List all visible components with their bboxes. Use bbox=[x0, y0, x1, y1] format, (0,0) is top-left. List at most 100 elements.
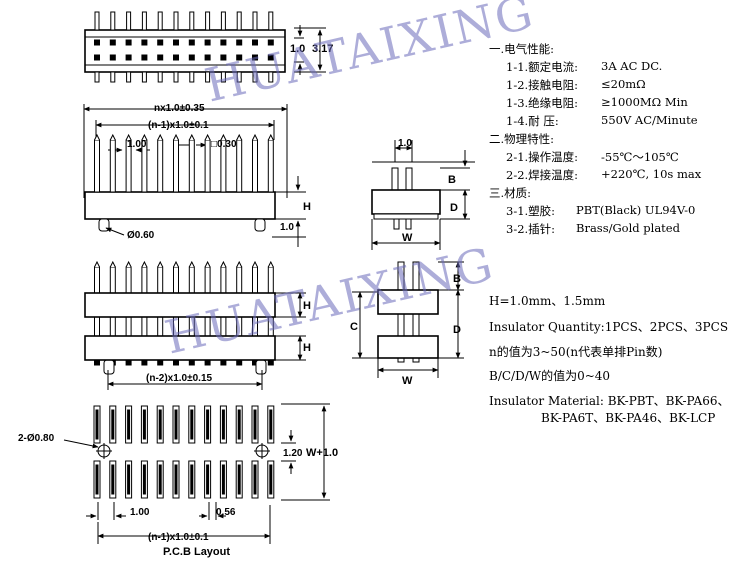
spec-e3-label: 1-3.绝缘电阻: bbox=[506, 96, 579, 110]
pcb-pad-center bbox=[142, 409, 146, 440]
dim-d-double: D bbox=[453, 324, 461, 336]
pin-square bbox=[173, 39, 179, 46]
spec-e2-value: ≤20mΩ bbox=[601, 77, 646, 91]
pcb-pad-center bbox=[237, 409, 241, 440]
pin-tip bbox=[188, 260, 195, 268]
pcb-pad-center bbox=[142, 464, 146, 495]
spec-m1-value: PBT(Black) UL94V-0 bbox=[576, 203, 696, 217]
pin-square bbox=[236, 54, 243, 61]
pin-tip bbox=[189, 11, 195, 31]
pin-tip bbox=[157, 133, 164, 141]
pin-tip bbox=[267, 133, 274, 141]
pin bbox=[157, 139, 164, 193]
pin-tip bbox=[157, 11, 163, 31]
pin-square bbox=[188, 54, 195, 61]
dim-top-pitch: 1.0 bbox=[290, 43, 305, 55]
spec-p2-value: +220℃, 10s max bbox=[601, 167, 702, 181]
dim-b-single: B bbox=[448, 174, 456, 186]
dim-pcb-span: (n-1)x1.0±0.1 bbox=[148, 532, 209, 543]
pcb-pad-center bbox=[253, 409, 257, 440]
pin-tail bbox=[252, 71, 258, 83]
pin-square bbox=[125, 39, 132, 46]
pin-square bbox=[267, 54, 274, 61]
pin bbox=[236, 139, 243, 193]
pin-tail bbox=[94, 71, 100, 83]
dim-d-single: D bbox=[450, 202, 458, 214]
spec-m2-value: Brass/Gold plated bbox=[576, 221, 680, 235]
pin bbox=[94, 139, 100, 193]
spec-e1-label: 1-1.额定电流: bbox=[506, 60, 579, 74]
pin-square bbox=[204, 54, 211, 61]
pin-tip bbox=[157, 260, 164, 268]
pin-tail bbox=[236, 71, 242, 83]
pin bbox=[204, 139, 211, 193]
pcb-pad-center bbox=[253, 464, 257, 495]
pin-tip bbox=[94, 11, 100, 31]
pin-square bbox=[125, 54, 132, 61]
pin-tail bbox=[173, 71, 179, 83]
dim-side-pitch: 1.0 bbox=[398, 138, 412, 149]
front-view-double bbox=[84, 260, 306, 390]
pcb-pad-center bbox=[95, 464, 99, 495]
pin-square bbox=[141, 54, 148, 61]
dim-pcb-row-gap: 1.20 bbox=[283, 448, 303, 459]
material-title: 三.材质: bbox=[489, 186, 532, 200]
pin-tip bbox=[173, 11, 179, 31]
electrical-title: 一.电气性能: bbox=[489, 42, 555, 56]
pcb-pad-center bbox=[111, 409, 115, 440]
pin-square bbox=[204, 39, 211, 46]
note-bcdw: B/C/D/W的值为0~40 bbox=[489, 369, 611, 383]
locating-post bbox=[103, 359, 115, 375]
pin-tip bbox=[110, 11, 116, 31]
pin-tip bbox=[173, 260, 179, 268]
spec-p1-label: 2-1.操作温度: bbox=[506, 150, 579, 164]
dim-pcb-holes: 2-Ø0.80 bbox=[18, 433, 55, 444]
dim-h-upper: H bbox=[303, 300, 311, 312]
pin-square bbox=[220, 54, 227, 61]
pcb-pad-center bbox=[269, 409, 273, 440]
pin-tail bbox=[268, 71, 274, 83]
pcb-pad-center bbox=[127, 464, 131, 495]
pin-square bbox=[220, 39, 227, 46]
pin-square bbox=[188, 39, 195, 46]
pin-tail bbox=[220, 71, 226, 83]
pcb-pad-center bbox=[269, 464, 273, 495]
pin-tip bbox=[173, 133, 179, 141]
pin-tail bbox=[189, 71, 195, 83]
pcb-pad-center bbox=[127, 409, 131, 440]
pin-tip bbox=[267, 260, 274, 268]
spec-m1-label: 3-1.塑胶: bbox=[506, 204, 556, 218]
spec-e3-value: ≥1000MΩ Min bbox=[601, 95, 688, 109]
dim-top-height: 3.17 bbox=[312, 43, 333, 55]
pcb-pad-center bbox=[158, 464, 162, 495]
spec-m2-label: 3-2.插针: bbox=[506, 222, 556, 236]
pin-square bbox=[252, 54, 258, 61]
dim-overall-length: nx1.0±0.35 bbox=[154, 103, 205, 114]
pcb-pad-center bbox=[111, 464, 115, 495]
pin-square bbox=[109, 54, 116, 61]
pin-square bbox=[94, 39, 100, 46]
pin-tip bbox=[268, 11, 274, 31]
pin-tip bbox=[220, 11, 226, 31]
pin-square bbox=[109, 39, 116, 46]
pin-tail bbox=[141, 71, 147, 83]
pin-tip bbox=[252, 260, 258, 268]
dim-c: C bbox=[350, 321, 358, 333]
dim-pin-dia: Ø0.60 bbox=[127, 230, 155, 241]
pin-tip bbox=[125, 260, 132, 268]
pin bbox=[173, 139, 179, 193]
pin-tip bbox=[220, 133, 227, 141]
pin bbox=[252, 139, 258, 193]
pin bbox=[188, 139, 195, 193]
spec-p2-label: 2-2.焊接温度: bbox=[506, 168, 579, 182]
dim-pcb-w: W+1.0 bbox=[306, 447, 338, 459]
dim-tail-len: 1.0 bbox=[280, 222, 294, 233]
pin-tip bbox=[141, 260, 148, 268]
top-view bbox=[84, 11, 326, 83]
dim-housing-h: H bbox=[303, 201, 311, 213]
locating-post bbox=[255, 359, 267, 375]
note-material-2: BK-PA6T、BK-PA46、BK-LCP bbox=[541, 411, 716, 425]
pin-square bbox=[157, 39, 164, 46]
pin-tip bbox=[94, 260, 100, 268]
pin-tip bbox=[236, 260, 243, 268]
